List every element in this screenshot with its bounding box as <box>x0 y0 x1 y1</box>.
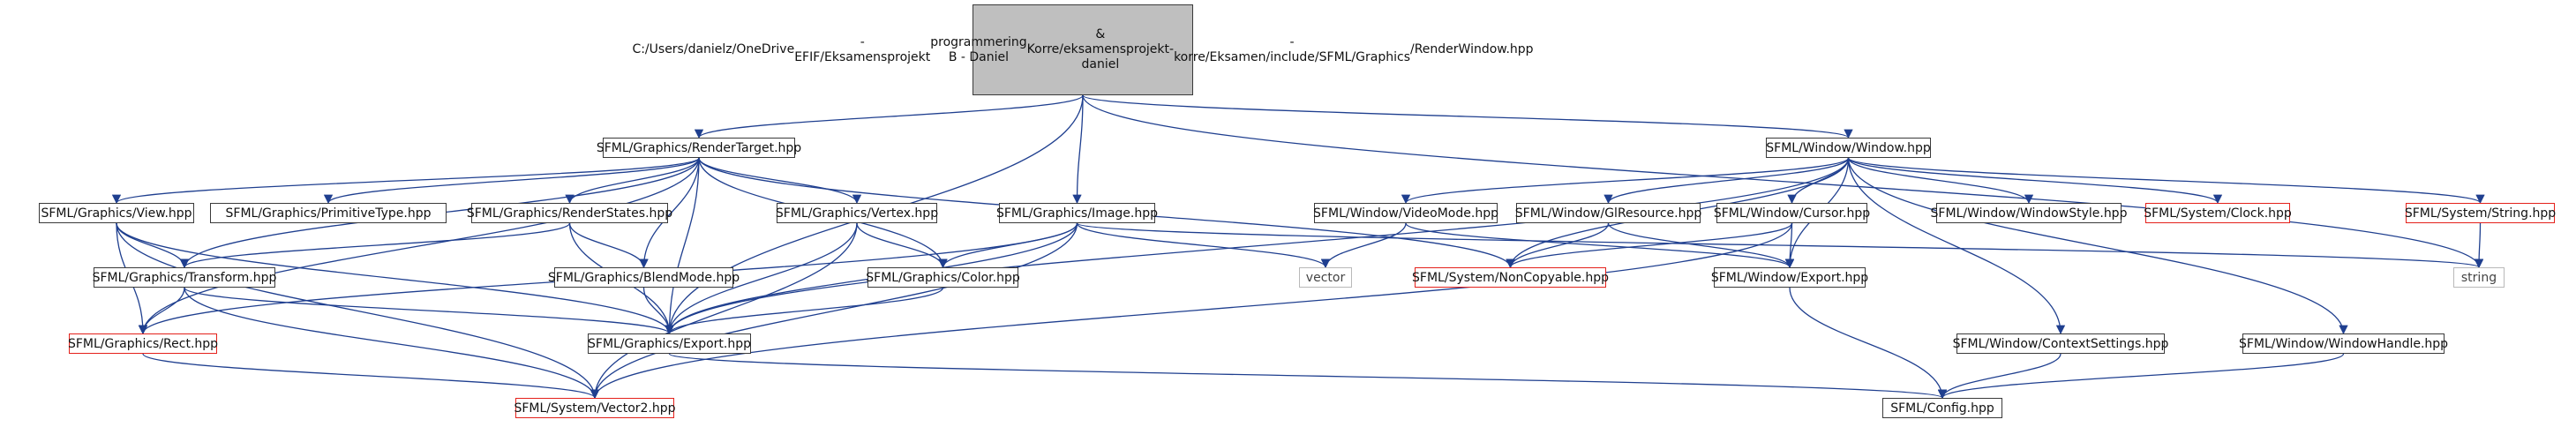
edge-rect-to-vector2 <box>142 353 599 400</box>
edge-window-to-clock <box>1847 157 2223 205</box>
edge-transform-to-graphics_export <box>184 287 674 335</box>
node-noncopyable[interactable]: SFML/System/NonCopyable.hpp <box>1412 267 1609 288</box>
node-string: string <box>2453 267 2505 288</box>
edge-gl_resource-to-window_export <box>1607 222 1795 269</box>
edge-root-to-window <box>1082 94 1853 139</box>
edge-window-to-context_settings <box>1847 157 2066 335</box>
node-blend-mode[interactable]: SFML/Graphics/BlendMode.hpp <box>548 267 740 288</box>
edge-vertex-to-color <box>856 222 948 269</box>
node-render-target[interactable]: SFML/Graphics/RenderTarget.hpp <box>597 138 801 158</box>
node-window-handle[interactable]: SFML/Window/WindowHandle.hpp <box>2239 333 2448 354</box>
edge-context_settings-to-config <box>1937 353 2062 400</box>
edge-video_mode-to-window_export <box>1405 222 1795 269</box>
node-window-style[interactable]: SFML/Window/WindowStyle.hpp <box>1931 203 2127 223</box>
node-gl-resource[interactable]: SFML/Window/GlResource.hpp <box>1515 203 1701 223</box>
edge-root-to-string <box>1082 94 2484 269</box>
node-config[interactable]: SFML/Config.hpp <box>1882 398 2002 418</box>
edge-render_target-to-vertex <box>698 157 862 205</box>
node-color[interactable]: SFML/Graphics/Color.hpp <box>866 267 1020 288</box>
edge-root-to-render_target <box>694 94 1084 139</box>
node-vector: vector <box>1299 267 1352 288</box>
edge-cursor-to-window_export <box>1784 222 1795 269</box>
root-node-renderwindow: C:/Users/danielz/OneDrive - EFIF/Eksamen… <box>632 4 1534 95</box>
root-line: C:/Users/danielz/OneDrive <box>632 42 795 56</box>
edge-transform-to-vector2 <box>184 287 600 400</box>
edge-window-to-graphics_export <box>665 157 1850 335</box>
node-vertex[interactable]: SFML/Graphics/Vertex.hpp <box>776 203 938 223</box>
root-line: /RenderWindow.hpp <box>1409 42 1534 56</box>
node-render-states[interactable]: SFML/Graphics/RenderStates.hpp <box>467 203 672 223</box>
node-clock[interactable]: SFML/System/Clock.hpp <box>2144 203 2292 223</box>
edge-render_states-to-blend_mode <box>568 222 649 269</box>
edge-color-to-graphics_export <box>665 287 944 335</box>
node-graphics-export[interactable]: SFML/Graphics/Export.hpp <box>588 333 751 354</box>
edge-view-to-graphics_export <box>116 222 674 335</box>
edge-render_target-to-graphics_export <box>665 157 700 335</box>
edge-render_states-to-transform <box>179 222 571 269</box>
edge-cursor-to-noncopyable <box>1506 222 1793 269</box>
edge-transform-to-rect <box>138 287 185 335</box>
node-rect[interactable]: SFML/Graphics/Rect.hpp <box>68 333 218 354</box>
node-context-settings[interactable]: SFML/Window/ContextSettings.hpp <box>1953 333 2168 354</box>
edge-vertex-to-graphics_export <box>665 222 858 335</box>
edge-view-to-transform <box>116 222 190 269</box>
node-transform[interactable]: SFML/Graphics/Transform.hpp <box>93 267 276 288</box>
node-view[interactable]: SFML/Graphics/View.hpp <box>39 203 194 223</box>
root-line: & Korre/eksamensprojekt-daniel <box>1026 27 1175 71</box>
edge-root-to-image <box>1072 94 1084 205</box>
node-video-mode[interactable]: SFML/Window/VideoMode.hpp <box>1313 203 1498 223</box>
edge-render_target-to-view <box>112 157 700 205</box>
edge-render_target-to-blend_mode <box>639 157 700 269</box>
edge-image-to-vector <box>1076 222 1331 269</box>
node-vector2[interactable]: SFML/System/Vector2.hpp <box>514 398 676 418</box>
node-primitive-type[interactable]: SFML/Graphics/PrimitiveType.hpp <box>210 203 447 223</box>
edge-video_mode-to-vector <box>1320 222 1407 269</box>
edge-render_target-to-render_states <box>565 157 700 205</box>
node-window[interactable]: SFML/Window/Window.hpp <box>1766 138 1931 158</box>
edge-window_export-to-config <box>1789 287 1948 400</box>
edge-cursor-to-vector2 <box>590 222 1793 400</box>
edge-image-to-vector2 <box>590 222 1078 400</box>
edge-window-to-gl_resource <box>1603 157 1850 205</box>
root-line: -korre/Eksamen/include/SFML/Graphics <box>1174 34 1410 64</box>
node-cursor[interactable]: SFML/Window/Cursor.hpp <box>1714 203 1870 223</box>
edge-window-to-video_mode <box>1401 157 1850 205</box>
node-image[interactable]: SFML/Graphics/Image.hpp <box>996 203 1158 223</box>
edge-render_target-to-primitive_type <box>323 157 700 205</box>
node-window-export[interactable]: SFML/Window/Export.hpp <box>1711 267 1868 288</box>
edge-image-to-string <box>1076 222 2483 269</box>
edge-view-to-vector2 <box>116 222 600 400</box>
edge-window-to-window_style <box>1847 157 2034 205</box>
edge-string_hpp-to-string <box>2474 222 2484 269</box>
edge-window-to-window_handle <box>1847 157 2348 335</box>
edge-graphics_export-to-config <box>668 353 1947 400</box>
node-string-hpp[interactable]: SFML/System/String.hpp <box>2405 203 2556 223</box>
edge-vertex-to-vector2 <box>590 222 858 400</box>
root-line: programmering B - Daniel <box>930 34 1027 64</box>
root-line: - EFIF/Eksamensprojekt <box>794 34 931 64</box>
edge-window_handle-to-config <box>1937 353 2345 400</box>
edge-window-to-string_hpp <box>1847 157 2485 205</box>
